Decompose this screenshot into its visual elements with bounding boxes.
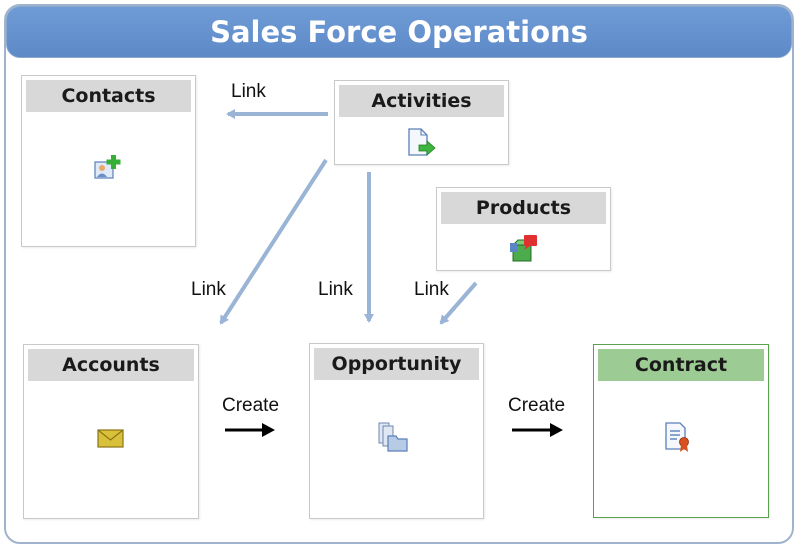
node-activities-label: Activities bbox=[339, 85, 504, 117]
node-accounts-label: Accounts bbox=[28, 349, 194, 381]
edge-label-activities-opportunity: Link bbox=[318, 279, 353, 300]
node-contacts-label: Contacts bbox=[26, 80, 191, 112]
edge-label-opportunity-contract: Create bbox=[508, 395, 566, 416]
edge-label-accounts-opportunity: Create bbox=[222, 395, 280, 416]
arrow-products-to-opportunity bbox=[439, 281, 478, 325]
edge-label-activities-contacts: Link bbox=[231, 81, 266, 102]
node-products-label: Products bbox=[441, 192, 606, 224]
product-box-icon bbox=[510, 235, 538, 262]
arrow-activities-to-accounts bbox=[219, 158, 328, 325]
edge-label-activities-accounts: Link bbox=[191, 279, 226, 300]
contact-add-icon bbox=[94, 155, 121, 179]
node-products[interactable]: Products bbox=[436, 187, 611, 271]
certificate-document-icon bbox=[665, 422, 689, 452]
node-accounts[interactable]: Accounts bbox=[23, 344, 199, 519]
documents-folder-icon bbox=[378, 422, 408, 452]
diagram-title: Sales Force Operations bbox=[6, 6, 792, 58]
document-forward-icon bbox=[408, 128, 436, 156]
edge-label-products-opportunity: Link bbox=[414, 279, 449, 300]
node-contract[interactable]: Contract bbox=[593, 344, 769, 518]
node-opportunity[interactable]: Opportunity bbox=[309, 343, 484, 519]
node-opportunity-label: Opportunity bbox=[314, 348, 479, 380]
node-activities[interactable]: Activities bbox=[334, 80, 509, 165]
envelope-icon bbox=[97, 429, 124, 448]
node-contract-label: Contract bbox=[598, 349, 764, 381]
node-contacts[interactable]: Contacts bbox=[21, 75, 196, 247]
